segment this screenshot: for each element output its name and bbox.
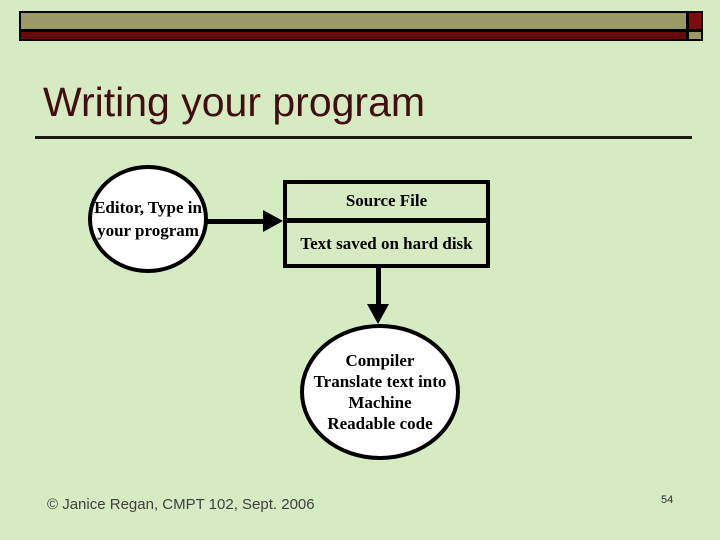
decorative-banner — [19, 11, 703, 41]
compiler-node-label-line2: Translate text into — [313, 372, 447, 391]
title-underline — [35, 136, 692, 139]
banner-main-bars — [21, 13, 686, 39]
compiler-node-label-line4: Readable code — [327, 414, 433, 433]
source-file-divider — [287, 218, 486, 223]
arrow-head-down-icon — [367, 304, 389, 324]
banner-divider — [21, 29, 686, 32]
banner-vertical-divider — [686, 13, 689, 39]
banner-divider — [689, 29, 701, 32]
source-file-title: Source File — [345, 191, 428, 210]
page-number: 54 — [661, 494, 674, 506]
slide-title: Writing your program — [43, 79, 426, 125]
editor-node: Editor, Type in your program — [88, 165, 208, 273]
arrow-head-right-icon — [263, 210, 283, 232]
editor-node-label-line2: your program — [97, 221, 199, 240]
editor-node-label-line1: Editor, Type in — [94, 198, 202, 217]
source-file-subtitle: Text saved on hard disk — [300, 233, 473, 253]
footer-credit: © Janice Regan, CMPT 102, Sept. 2006 — [47, 496, 315, 513]
banner-red-bar — [21, 32, 686, 39]
compiler-node-label-line3: Machine — [348, 393, 412, 412]
banner-accent-square-red — [689, 13, 701, 29]
source-file-title-section: Source File — [287, 184, 486, 218]
compiler-node: Compiler Translate text into Machine Rea… — [300, 324, 460, 460]
banner-end-squares — [689, 13, 701, 39]
banner-olive-bar — [21, 13, 686, 29]
compiler-node-label-line1: Compiler — [345, 351, 415, 370]
connector-sourcefile-to-compiler-line — [376, 266, 381, 306]
connector-editor-to-sourcefile-line — [206, 219, 266, 224]
source-file-subtitle-section: Text saved on hard disk — [287, 223, 486, 264]
banner-accent-square-olive — [689, 32, 701, 39]
source-file-node: Source File Text saved on hard disk — [283, 180, 490, 268]
